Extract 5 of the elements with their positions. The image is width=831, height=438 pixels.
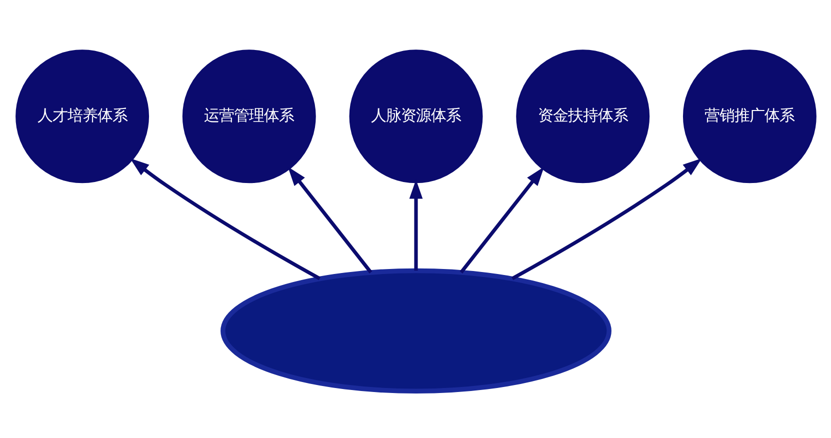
arrow — [287, 166, 372, 273]
arrow — [510, 158, 702, 280]
arrow — [130, 158, 320, 280]
arrow — [459, 166, 544, 273]
node-semicircle — [220, 268, 611, 393]
